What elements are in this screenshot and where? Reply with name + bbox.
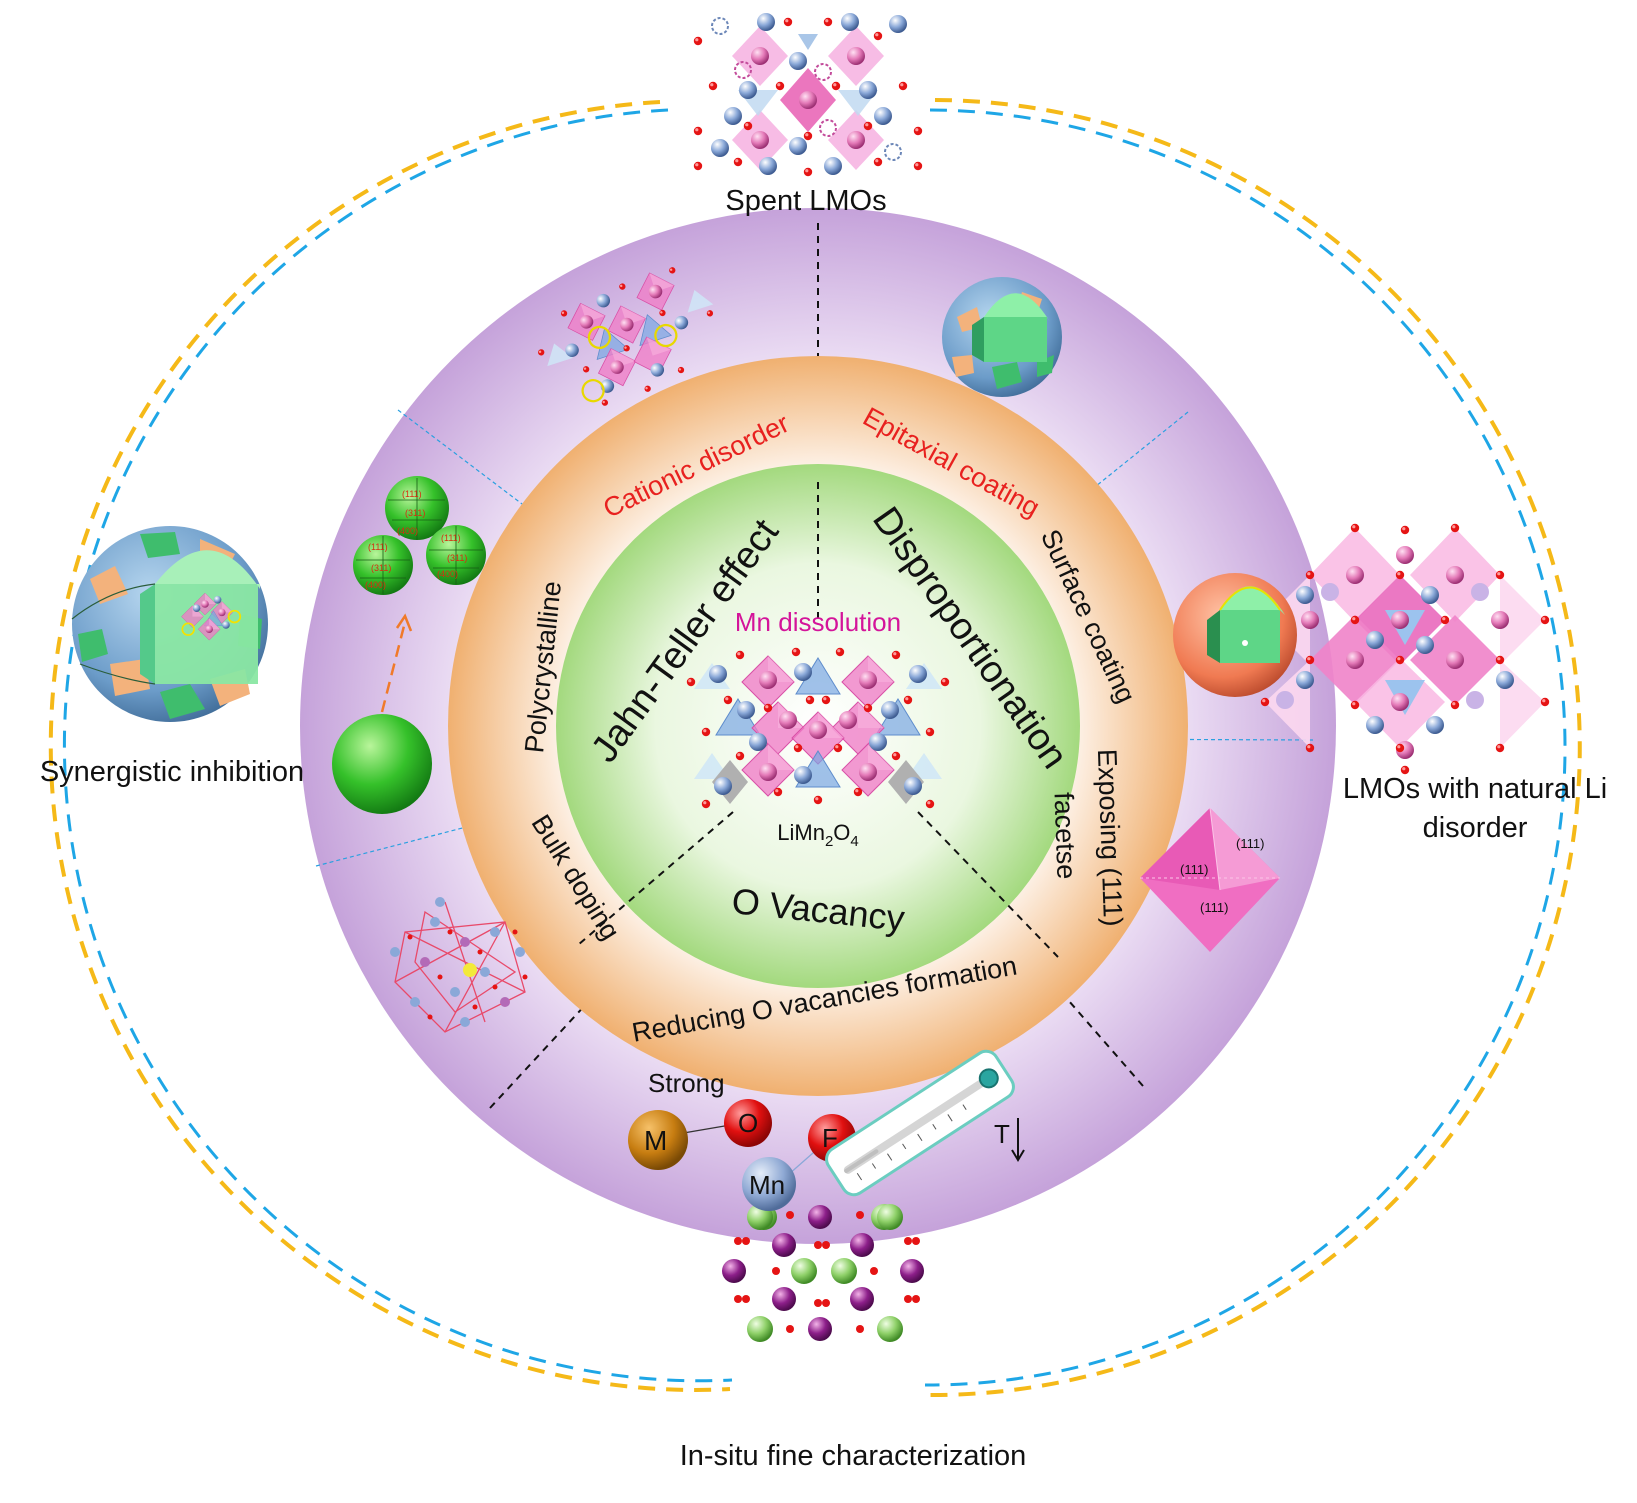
thermometer-icon: [825, 1049, 1015, 1197]
grain-facet-111-c: (111): [441, 533, 461, 543]
m-atom: [628, 1110, 688, 1170]
spent-lmo-structure: [693, 13, 923, 177]
formula-mid: O: [833, 820, 850, 845]
strong-label: Strong: [648, 1068, 725, 1098]
orbit-orange-left: [48, 100, 731, 1392]
grain-facet-311-b: (311): [371, 563, 391, 573]
m-label: M: [644, 1125, 667, 1156]
label-in-situ: In-situ fine characterization: [680, 1440, 1027, 1472]
synergistic-sphere: [71, 526, 268, 722]
surface-coating-sphere: [1173, 573, 1297, 697]
grain-facet-111-b: (111): [368, 542, 388, 552]
in-situ-lattice: [722, 1204, 924, 1342]
outer-dashed-orbits: [48, 98, 1582, 1398]
grain-facet-111-a: (111): [402, 489, 422, 499]
f-label: F: [822, 1123, 838, 1153]
core-dividers: [577, 482, 1059, 958]
label-spent-lmos: Spent LMOs: [725, 185, 886, 217]
label-natural-li-disorder-1: LMOs with natural Li: [1343, 773, 1607, 805]
single-crystal-ball: [332, 714, 432, 814]
label-exposing-1: Exposing (111): [1092, 748, 1128, 927]
natural-li-disorder-structure: [1260, 523, 1550, 775]
central-lmo-crystal: [686, 647, 950, 809]
orbit-blue-right: [924, 108, 1567, 1387]
orbit-blue-left: [62, 108, 733, 1383]
bond-illustration: Strong M O F Mn: [628, 1068, 856, 1211]
label-exposing-2: facetse: [1048, 792, 1081, 880]
mn-label: Mn: [749, 1170, 785, 1200]
o-atom: [724, 1099, 772, 1147]
grain-facet-400-a: (400): [397, 526, 418, 536]
temperature-label: T: [994, 1119, 1010, 1149]
formula-sub2: 4: [850, 833, 858, 850]
octahedron-111: (111) (111) (111): [1140, 807, 1280, 952]
orbit-orange-right: [929, 98, 1582, 1398]
label-natural-li-disorder-2: disorder: [1423, 812, 1528, 844]
o-label: O: [738, 1108, 758, 1138]
facet-label-1: (111): [1180, 862, 1208, 877]
grain-facet-400-b: (400): [365, 580, 386, 590]
temperature-arrowhead: [1011, 1149, 1025, 1162]
cationic-disorder-crystal: [537, 266, 714, 407]
polycrystalline-grains: (311) (400) (111) (311) (400) (111) (311…: [353, 476, 486, 595]
label-mn-dissolution: Mn dissolution: [735, 607, 901, 637]
grain-facet-400-c: (400): [437, 569, 458, 579]
formula-main: LiMn: [777, 820, 825, 845]
label-synergistic-inhibition: Synergistic inhibition: [40, 756, 304, 788]
grain-facet-311-a: (311): [405, 508, 425, 518]
mn-atom: [742, 1157, 796, 1211]
label-formula: LiMn2O4: [777, 820, 859, 850]
grain-facet-311-c: (311): [447, 553, 467, 563]
polycrystalline-arrowhead: [395, 613, 413, 632]
polycrystalline-arrow: [380, 625, 406, 713]
bulk-doping-crystal: [390, 897, 528, 1033]
facet-label-2: (111): [1236, 836, 1264, 851]
formula-sub1: 2: [825, 833, 833, 850]
epitaxial-coating-sphere: [942, 277, 1062, 397]
facet-label-3: (111): [1200, 900, 1228, 915]
